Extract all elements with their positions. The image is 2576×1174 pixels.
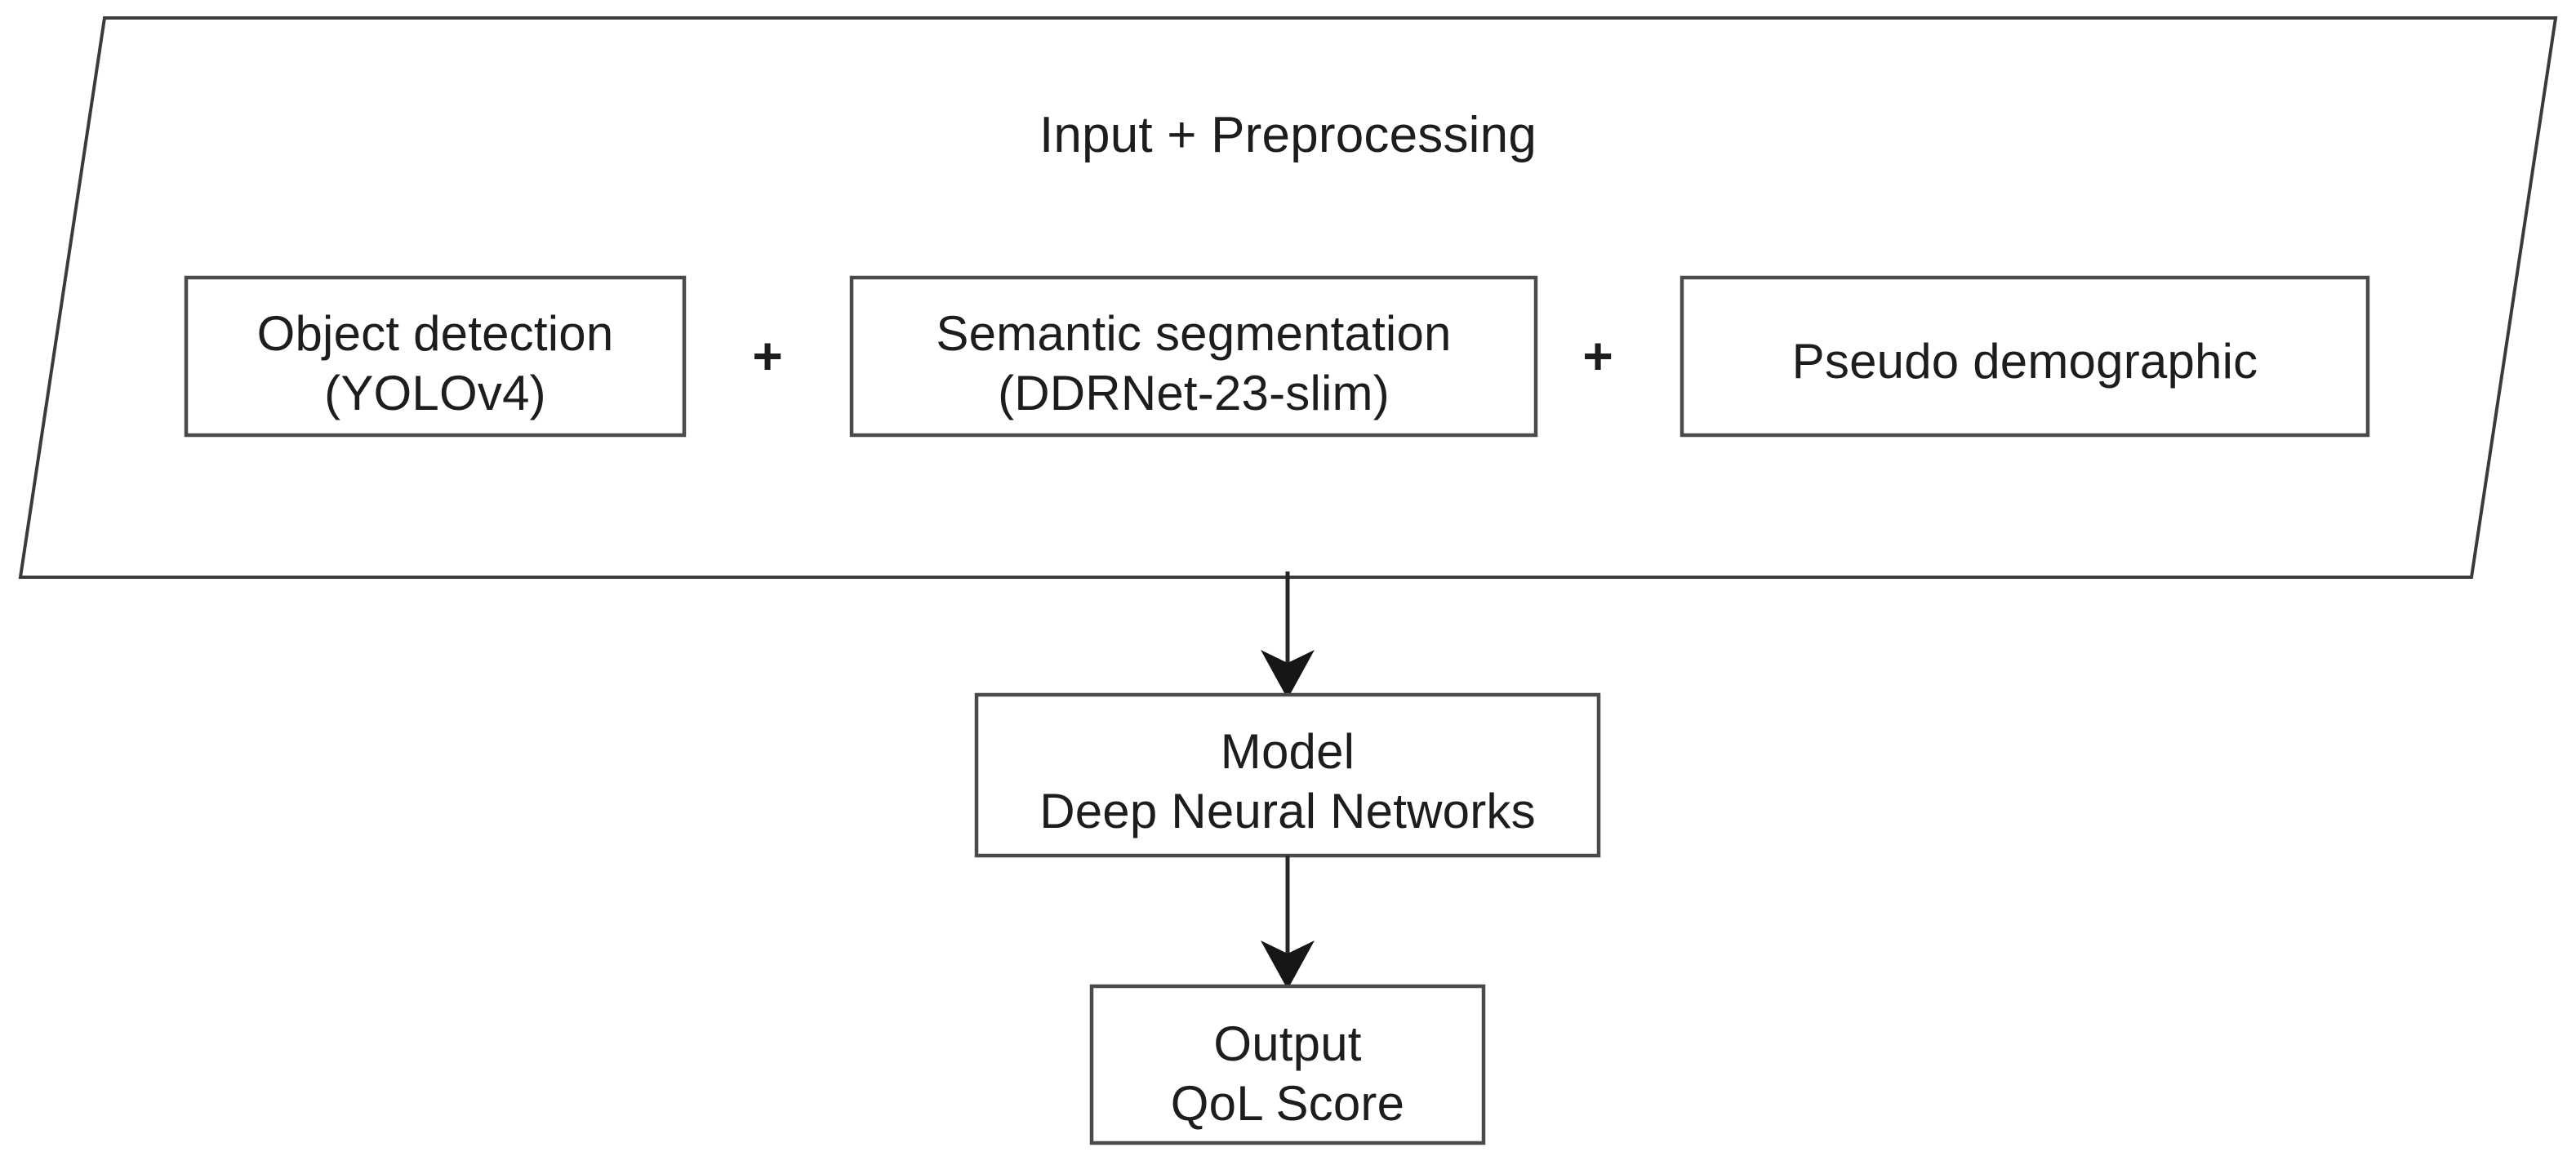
arrow-model-to-output-head	[1261, 941, 1315, 989]
output-box	[1089, 984, 1486, 1145]
model-label: Model Deep Neural Networks	[1039, 724, 1536, 839]
output-label: Output QoL Score	[1170, 1016, 1405, 1132]
plus-operator-icon-2: +	[1582, 327, 1613, 385]
semantic-segmentation-label: Semantic segmentation (DDRNet-23-slim)	[936, 306, 1452, 421]
plus-operator-icon-1: +	[752, 327, 783, 385]
object-detection-label: Object detection (YOLOv4)	[256, 306, 614, 421]
object-detection-box	[184, 275, 687, 438]
pseudo-demographic-box	[1680, 275, 2370, 438]
input-preprocessing-parallelogram	[18, 16, 2558, 579]
arrow-input-to-model-head	[1261, 650, 1315, 699]
pseudo-demographic-label: Pseudo demographic	[1791, 334, 2258, 389]
semantic-segmentation-box	[849, 275, 1538, 438]
input-preprocessing-title: Input + Preprocessing	[1039, 107, 1537, 163]
